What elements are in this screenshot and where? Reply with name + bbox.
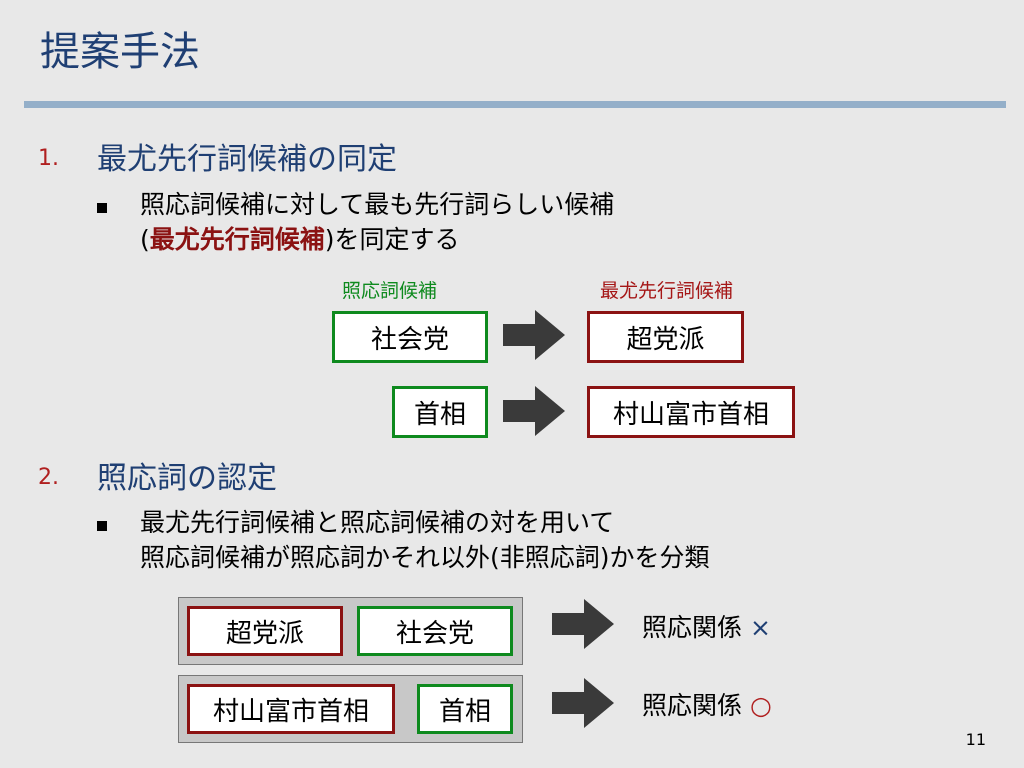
arrow-right-icon	[552, 599, 614, 649]
relation-result: 照応関係○	[642, 686, 772, 722]
section-1-bullet-line1: 照応詞候補に対して最も先行詞らしい候補	[140, 190, 615, 219]
page-number: 11	[965, 730, 986, 749]
anaphor-box: 首相	[392, 386, 488, 438]
section-2-bullet-text: 最尤先行詞候補と照応詞候補の対を用いて 照応詞候補が照応詞かそれ以外(非照応詞)…	[140, 505, 710, 575]
antecedent-candidate-label: 最尤先行詞候補	[600, 280, 734, 302]
section-2-heading: 照応詞の認定	[97, 461, 277, 496]
candidate-pair: 村山富市首相 首相	[178, 675, 523, 743]
section-1-bullet-text: 照応詞候補に対して最も先行詞らしい候補 (最尤先行詞候補)を同定する	[140, 187, 614, 257]
bullet-icon	[97, 203, 107, 213]
antecedent-box: 村山富市首相	[187, 684, 395, 734]
section-2-number: 2.	[38, 465, 59, 490]
anaphor-box: 首相	[417, 684, 513, 734]
relation-label: 照応関係	[642, 691, 743, 720]
circle-mark-icon: ○	[750, 691, 772, 720]
bullet-icon	[97, 521, 107, 531]
section-2-bullet-line1: 最尤先行詞候補と照応詞候補の対を用いて	[140, 508, 615, 537]
candidate-pair: 超党派 社会党	[178, 597, 523, 665]
title-divider	[24, 101, 1006, 108]
section-1-number: 1.	[38, 146, 59, 171]
emphasis-term: 最尤先行詞候補	[149, 225, 325, 254]
antecedent-box: 超党派	[187, 606, 343, 656]
section-2-bullet-line2: 照応詞候補が照応詞かそれ以外(非照応詞)かを分類	[140, 543, 710, 572]
arrow-right-icon	[503, 386, 565, 436]
cross-mark-icon: ×	[750, 613, 771, 642]
section-1-bullet-line2: (最尤先行詞候補)を同定する	[140, 225, 460, 254]
arrow-right-icon	[552, 678, 614, 728]
anaphor-box: 社会党	[332, 311, 488, 363]
relation-label: 照応関係	[642, 613, 743, 642]
section-1-heading: 最尤先行詞候補の同定	[97, 142, 397, 177]
arrow-right-icon	[503, 310, 565, 360]
relation-result: 照応関係×	[642, 608, 771, 644]
antecedent-box: 超党派	[587, 311, 744, 363]
anaphor-box: 社会党	[357, 606, 513, 656]
page-title: 提案手法	[40, 29, 200, 75]
anaphor-candidate-label: 照応詞候補	[342, 280, 438, 302]
antecedent-box: 村山富市首相	[587, 386, 795, 438]
